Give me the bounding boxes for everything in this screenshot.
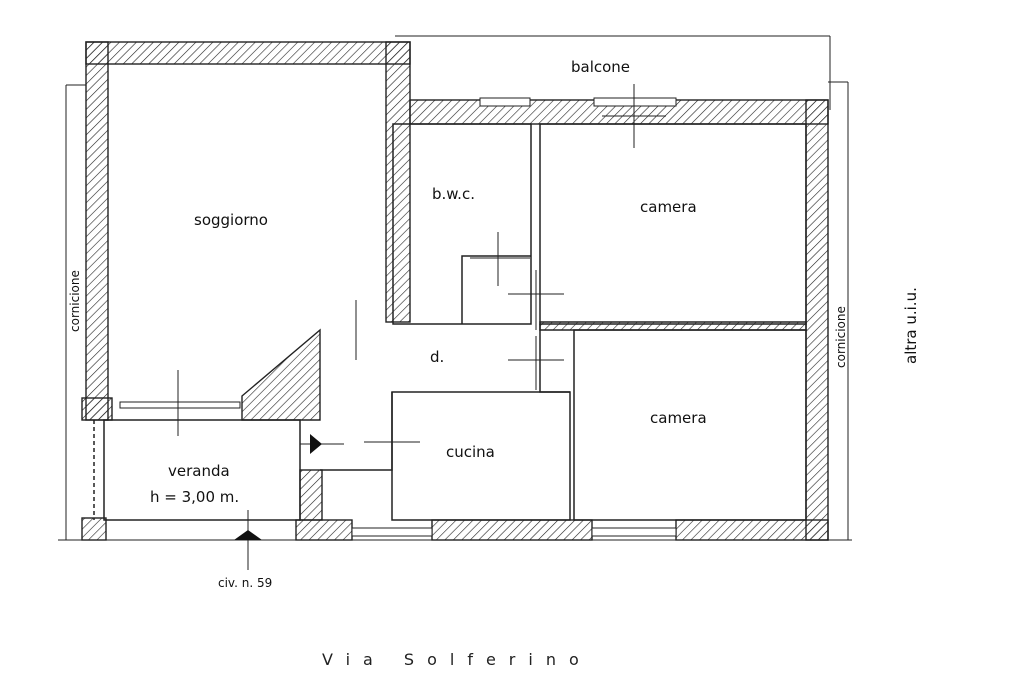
room-label-balcone: balcone	[571, 58, 631, 76]
room-label-soggiorno: soggiorno	[194, 211, 268, 229]
windows	[119, 97, 677, 537]
cornicione-left-label: cornicione	[68, 270, 82, 332]
veranda-height-label: h = 3,00 m.	[150, 488, 240, 506]
cornicione-right-label: cornicione	[834, 306, 848, 368]
altra-uiu-label: altra u.i.u.	[902, 287, 920, 364]
street-name-label: Via Solferino	[322, 650, 592, 669]
civic-number-label: civ. n. 59	[218, 576, 273, 590]
room-label-camera-bottom: camera	[650, 409, 707, 427]
room-label-camera-top: camera	[640, 198, 697, 216]
room-label-disimpegno: d.	[430, 348, 445, 366]
door-marks	[177, 84, 666, 570]
room-label-bwc: b.w.c.	[432, 185, 475, 203]
interior-walls	[93, 123, 807, 521]
entrance-arrows	[234, 434, 322, 540]
room-label-veranda: veranda	[168, 462, 230, 480]
room-label-cucina: cucina	[446, 443, 495, 461]
